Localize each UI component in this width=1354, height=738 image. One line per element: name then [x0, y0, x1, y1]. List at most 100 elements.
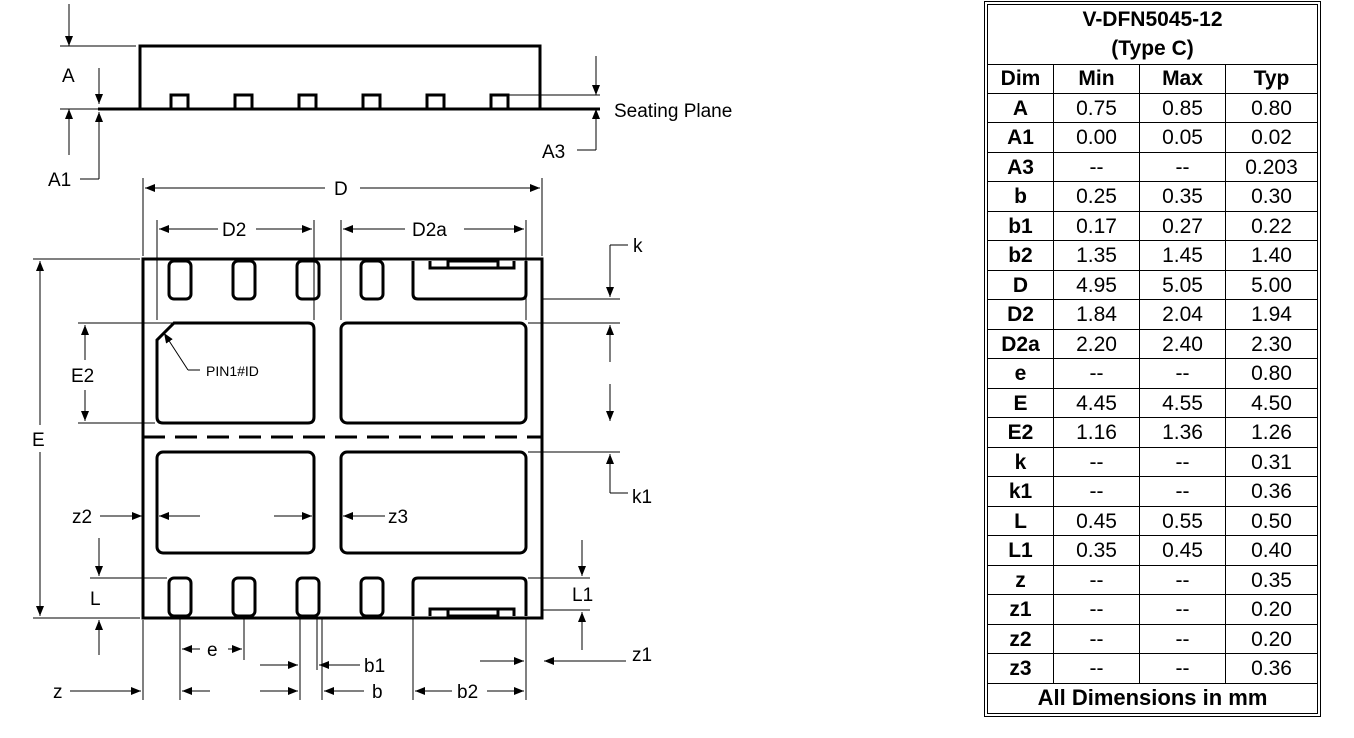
max-cell: 2.04: [1139, 299, 1226, 330]
max-cell: 0.55: [1139, 505, 1226, 537]
table-title-line2: (Type C): [1111, 37, 1194, 61]
max-cell: --: [1139, 151, 1226, 183]
typ-cell: 0.80: [1224, 358, 1319, 389]
max-cell: --: [1139, 476, 1226, 507]
max-cell: 4.55: [1139, 387, 1226, 419]
exposed-pads: [155, 321, 528, 555]
max-cell: --: [1139, 653, 1226, 684]
table-header-row: Dim Min Max Typ: [987, 63, 1319, 94]
max-cell: 0.05: [1139, 122, 1226, 153]
max-cell: --: [1139, 564, 1226, 596]
min-cell: 1.84: [1053, 299, 1140, 330]
dim-symbol-cell: e: [987, 358, 1054, 389]
label-E2: E2: [71, 366, 94, 387]
dim-symbol-cell: L: [987, 505, 1054, 537]
side-view-body: [138, 44, 542, 109]
typ-cell: 0.02: [1224, 122, 1319, 153]
min-cell: 0.17: [1053, 210, 1140, 242]
min-cell: --: [1053, 594, 1140, 625]
dim-symbol-cell: E: [987, 387, 1054, 419]
leads-top-row: [167, 259, 528, 301]
min-cell: 0.45: [1053, 505, 1140, 537]
table-row: k1----0.36: [987, 476, 1319, 507]
label-b: b: [372, 682, 383, 703]
bottom-view: D D2 D2a E E2 k k1 PIN1#ID z2 z3 L L1 e …: [32, 178, 652, 703]
min-cell: 4.95: [1053, 269, 1140, 301]
max-cell: 0.27: [1139, 210, 1226, 242]
min-cell: --: [1053, 564, 1140, 596]
label-D: D: [334, 179, 348, 200]
max-cell: 5.05: [1139, 269, 1226, 301]
table-row: z2----0.20: [987, 623, 1319, 655]
typ-cell: 2.30: [1224, 328, 1319, 360]
table-row: e----0.80: [987, 358, 1319, 389]
label-pin1-id: PIN1#ID: [206, 363, 259, 379]
header-max: Max: [1139, 63, 1226, 94]
min-cell: 4.45: [1053, 387, 1140, 419]
typ-cell: 0.50: [1224, 505, 1319, 537]
side-view-leads: [169, 93, 510, 111]
label-z: z: [53, 682, 63, 703]
dim-symbol-cell: z1: [987, 594, 1054, 625]
dim-symbol-cell: D2a: [987, 328, 1054, 360]
label-E: E: [32, 430, 45, 451]
label-D2a: D2a: [412, 220, 447, 241]
typ-cell: 0.31: [1224, 446, 1319, 478]
label-k: k: [633, 236, 643, 257]
label-seating-plane: Seating Plane: [614, 101, 732, 122]
label-A1: A1: [48, 170, 71, 191]
typ-cell: 0.203: [1224, 151, 1319, 183]
label-L: L: [90, 589, 101, 610]
typ-cell: 0.30: [1224, 181, 1319, 212]
table-row: z1----0.20: [987, 594, 1319, 625]
label-A: A: [62, 66, 75, 87]
table-footer: All Dimensions in mm: [986, 682, 1319, 714]
label-k1: k1: [632, 487, 652, 508]
side-view: A A1 A3 Seating Plane: [48, 4, 732, 191]
max-cell: --: [1139, 358, 1226, 389]
label-A3: A3: [542, 142, 565, 163]
typ-cell: 0.20: [1224, 594, 1319, 625]
typ-cell: 5.00: [1224, 269, 1319, 301]
min-cell: 0.00: [1053, 122, 1140, 153]
table-row: k----0.31: [987, 446, 1319, 478]
header-typ: Typ: [1224, 63, 1319, 94]
max-cell: 2.40: [1139, 328, 1226, 360]
label-b2: b2: [457, 682, 478, 703]
dim-symbol-cell: k: [987, 446, 1054, 478]
typ-cell: 4.50: [1224, 387, 1319, 419]
min-cell: 1.16: [1053, 417, 1140, 448]
label-z1: z1: [632, 645, 652, 666]
label-z2: z2: [72, 507, 92, 528]
dim-symbol-cell: D2: [987, 299, 1054, 330]
dim-symbol-cell: b: [987, 181, 1054, 212]
typ-cell: 0.40: [1224, 535, 1319, 566]
leads-bottom-row: [167, 576, 528, 618]
typ-cell: 0.36: [1224, 476, 1319, 507]
typ-cell: 0.80: [1224, 92, 1319, 124]
dim-symbol-cell: L1: [987, 535, 1054, 566]
typ-cell: 1.26: [1224, 417, 1319, 448]
max-cell: 1.36: [1139, 417, 1226, 448]
label-e: e: [207, 640, 218, 661]
dim-symbol-cell: b2: [987, 240, 1054, 271]
typ-cell: 0.20: [1224, 623, 1319, 655]
max-cell: 0.35: [1139, 181, 1226, 212]
pad-bottom-left: [155, 450, 316, 555]
dim-symbol-cell: k1: [987, 476, 1054, 507]
table-title-line1: V-DFN5045-12: [1082, 8, 1223, 31]
min-cell: 2.20: [1053, 328, 1140, 360]
max-cell: 1.45: [1139, 240, 1226, 271]
min-cell: --: [1053, 446, 1140, 478]
